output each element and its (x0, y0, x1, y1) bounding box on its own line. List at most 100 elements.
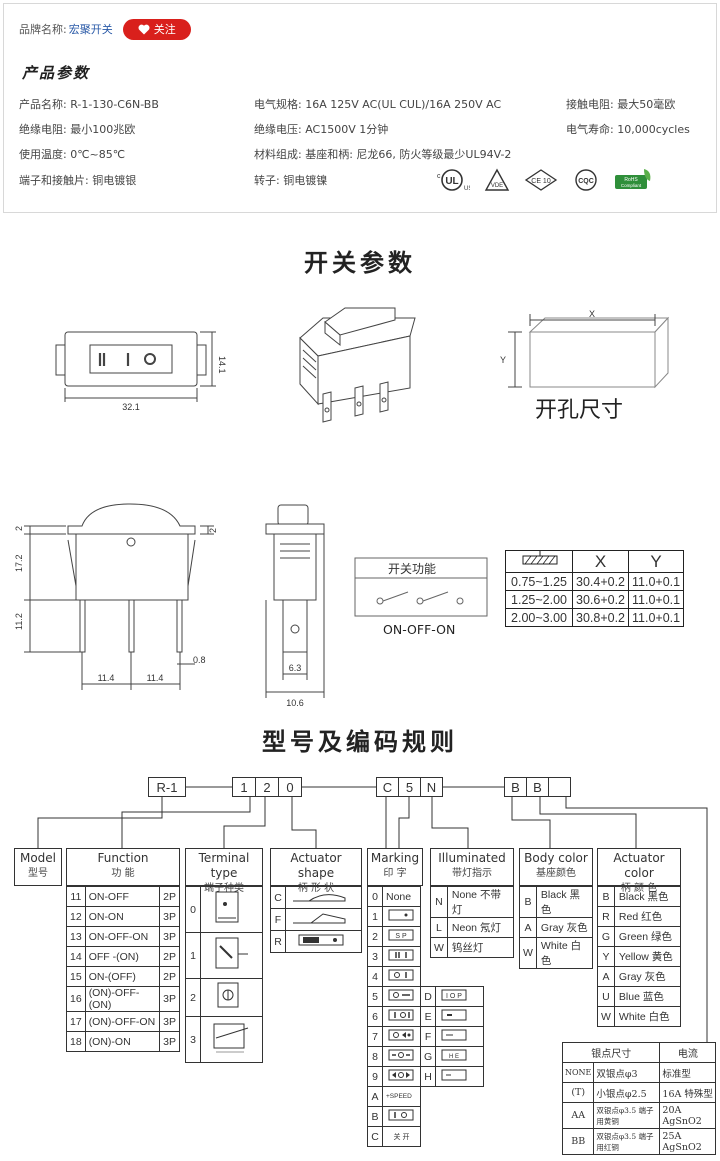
marking-code: 7 (367, 1026, 383, 1047)
body-color-code: A (519, 917, 537, 938)
table-row: BB 双银点φ3.5 端子用红铜 25A AgSnO2 (561, 1128, 717, 1155)
column-header-actuator-color: Actuator color 柄 颜 色 (597, 848, 681, 894)
param-terminals: 端子和接触片: 铜电镀银 (19, 174, 137, 187)
code-segment-shape: C 5 N (376, 777, 443, 797)
table-row: B (367, 1106, 484, 1127)
marking-symbol (382, 946, 421, 967)
illuminated-label: 钨丝灯 (446, 937, 515, 958)
function-label: ON-(OFF) (84, 966, 161, 987)
code-segment-model: R-1 (148, 777, 186, 797)
marking-symbol (382, 1026, 421, 1047)
actuator-color-label: Red 红色 (613, 906, 682, 927)
thickness-cell: 0.75~1.25 (505, 572, 573, 591)
column-header-en: Terminal type (198, 851, 250, 880)
marking-symbol (435, 1006, 484, 1027)
function-poles: 2P (159, 886, 180, 907)
side-dim-pitch-2: 11.4 (147, 673, 164, 683)
front-height-dim: 14.1 (217, 356, 227, 374)
x-cell: 30.4+0.2 (571, 572, 630, 591)
table-row: 银点尺寸 电流 (561, 1042, 717, 1063)
table-row: 2 (185, 978, 263, 1017)
follow-button[interactable]: 关注 (122, 18, 191, 40)
column-header-cn: 基座颜色 (536, 868, 576, 879)
silver-code: NONE (561, 1062, 595, 1083)
thickness-header-icon (505, 550, 573, 573)
param-product-name: 产品名称: R-1-130-C6N-BB (19, 98, 159, 111)
marking-symbol (382, 986, 421, 1007)
product-info-card: 品牌名称: 宏聚开关 关注 产品参数 产品名称: R-1-130-C6N-BB … (3, 3, 717, 213)
actuator-color-label: Black 黑色 (613, 886, 682, 907)
svg-text:RoHS: RoHS (624, 177, 638, 183)
function-code: 17 (66, 1011, 86, 1032)
table-row: (T) 小银点φ2.5 16A 特殊型 (561, 1082, 717, 1103)
table-row: A+SPEED (367, 1086, 484, 1107)
end-dim-tab: 6.3 (289, 663, 302, 673)
column-header-cn: 带灯指示 (452, 868, 492, 879)
code-cell: 2 (255, 777, 279, 797)
table-row: AA 双银点φ3.5 端子用黄铜 20A AgSnO2 (561, 1102, 717, 1129)
table-row: 3 (185, 1016, 263, 1063)
terminal-code: 2 (185, 978, 201, 1017)
actuator-shape-table: C F R (270, 886, 362, 953)
terminal-code: 3 (185, 1016, 201, 1063)
function-code: 12 (66, 906, 86, 927)
brand-name-link[interactable]: 宏聚开关 (68, 23, 113, 36)
terminal-drawing (200, 932, 263, 979)
ce-logo: CE 10 (524, 168, 558, 192)
switch-function-diagram (354, 557, 488, 617)
table-header-y: Y (628, 550, 685, 573)
vde-logo: VDE (484, 168, 510, 192)
marking-code: F (419, 1026, 437, 1047)
shape-code: R (270, 930, 286, 953)
marking-none-label: None (382, 886, 421, 907)
table-row: 4 (367, 966, 484, 987)
terminal-code: 1 (185, 932, 201, 979)
marking-symbol (382, 1006, 421, 1027)
silver-spec: 小银点φ2.5 (593, 1082, 661, 1103)
svg-text:S P: S P (395, 933, 407, 940)
follow-label: 关注 (153, 23, 176, 36)
actuator-color-code: U (597, 986, 615, 1007)
brand-row: 品牌名称: 宏聚开关 关注 (19, 18, 191, 40)
function-label: ON-OFF-ON (84, 926, 161, 947)
table-row: 0.75~1.25 30.4+0.2 11.0+0.1 (505, 572, 685, 591)
marking-code: C (367, 1126, 383, 1147)
side-dim-right: 2 (208, 528, 218, 533)
param-material: 材料组成: 基座和柄: 尼龙66, 防火等级最少UL94V-2 (254, 148, 512, 161)
side-dim-body: 17.2 (14, 554, 24, 572)
front-width-dim: 32.1 (122, 402, 140, 412)
function-code: 14 (66, 946, 86, 967)
technical-drawing: 32.1 14.1 X Y (14, 307, 670, 708)
silver-current: 20A AgSnO2 (659, 1102, 717, 1129)
marking-speed-label: +SPEED (382, 1086, 421, 1107)
side-view (24, 503, 214, 690)
code-segment-function: 1 2 0 (232, 777, 302, 797)
param-rotor: 转子: 铜电镀镍 (254, 174, 328, 187)
column-header-cn: 印 字 (383, 868, 407, 879)
silver-spec: 双银点φ3 (593, 1062, 661, 1083)
body-color-code: W (519, 937, 537, 969)
marking-code: D (419, 986, 437, 1007)
svg-text:UL: UL (445, 176, 458, 187)
marking-code: E (419, 1006, 437, 1027)
function-code: 11 (66, 886, 86, 907)
code-cell: 5 (398, 777, 421, 797)
column-header-en: Model (19, 851, 57, 865)
param-temperature: 使用温度: 0℃~85℃ (19, 148, 126, 161)
marking-symbol: I O P (435, 986, 484, 1007)
body-color-code: B (519, 886, 537, 918)
